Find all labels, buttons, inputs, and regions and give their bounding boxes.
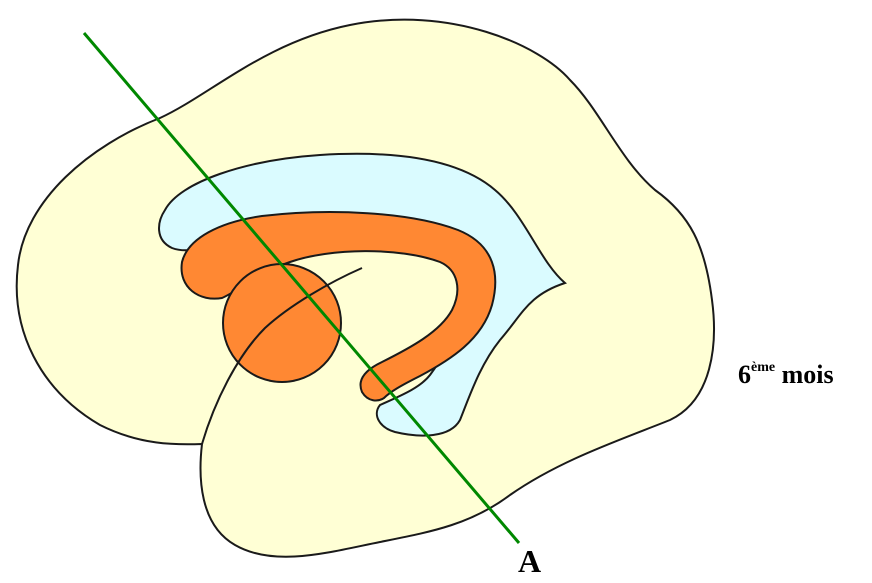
round-nucleus: [222, 263, 342, 383]
stage-number: 6: [738, 360, 751, 389]
section-line: [82, 32, 521, 544]
stage-superscript: ème: [751, 360, 776, 375]
stage-label: 6ème mois: [738, 360, 834, 390]
c-shaped-structure: [180, 211, 497, 402]
stage-word: mois: [781, 360, 834, 389]
section-label: A: [518, 543, 542, 579]
hemisphere-outline: [15, 18, 715, 558]
fissure-line: [201, 267, 363, 445]
